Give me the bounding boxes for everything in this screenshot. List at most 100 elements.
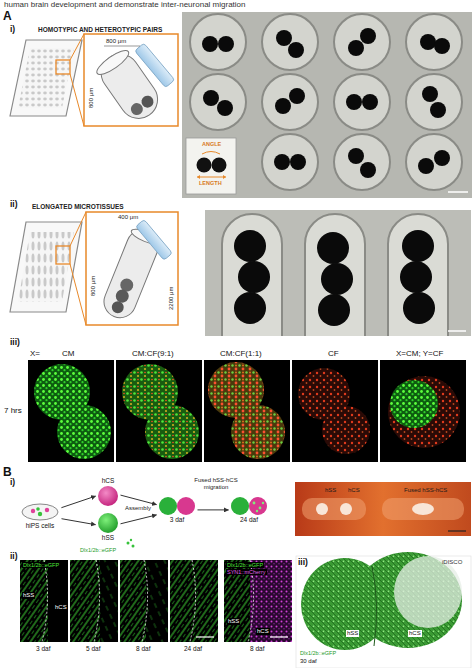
figure-label: X= — [30, 349, 40, 358]
node-label: hSS — [97, 534, 119, 542]
spheroid-pairs — [202, 28, 450, 178]
node-label: hCS — [97, 477, 119, 485]
figure-label: Dlx1/2b::eGFP — [226, 562, 264, 568]
length-arrows — [197, 175, 226, 179]
figure-label: Assembly — [124, 505, 152, 512]
node-label: 3 daf — [158, 516, 196, 524]
hcs-surface — [394, 556, 462, 628]
figure-label: 800 μm — [106, 38, 126, 45]
dimension-label: 2200 μm — [168, 287, 175, 310]
figure-label: SYN1::mCherry — [226, 569, 267, 575]
spheroid-symbol — [97, 485, 119, 507]
pipette — [136, 219, 173, 260]
connector-arrow — [121, 515, 157, 524]
figure-label: i) — [10, 478, 15, 488]
figure-label: CM:CF(1:1) — [220, 349, 262, 358]
zoom-line — [70, 34, 84, 60]
scale-bar — [448, 530, 466, 531]
dimension-label: 800 μm — [88, 88, 95, 108]
spheroid — [212, 158, 227, 173]
figure-label: 5 daf — [86, 645, 100, 652]
spheroid-symbol — [158, 496, 196, 516]
cell-dish: hiPS cells — [20, 500, 60, 530]
selection-box — [56, 246, 70, 264]
culture-tube — [302, 498, 366, 520]
figure-label: 7 hrs — [4, 406, 22, 415]
figure-label: hSS — [346, 630, 359, 637]
angle-arc — [202, 152, 220, 155]
spheroid — [340, 503, 352, 515]
figure-label: hCS — [408, 630, 422, 637]
elongated-microwells — [222, 214, 448, 336]
figure-label: 30 daf — [300, 658, 317, 665]
figure-label: A — [3, 10, 12, 24]
zoom-line — [70, 74, 84, 126]
figure-label: iii) — [298, 558, 308, 568]
figure-label: hSS — [22, 592, 35, 599]
figure-label: ii) — [10, 200, 18, 210]
scale-bar — [448, 330, 466, 332]
zoom-box — [86, 212, 178, 325]
zoom-line — [70, 212, 86, 246]
plate-wells — [18, 48, 74, 108]
inset — [186, 138, 236, 194]
figure-label: ELONGATED MICROTISSUES — [32, 203, 124, 210]
micrograph — [205, 210, 471, 336]
figure-label: 8 daf — [136, 645, 150, 652]
connector-arrow — [62, 519, 96, 525]
figure-label: Fused hSS-hCS — [404, 487, 447, 494]
spheroid-symbol — [20, 500, 60, 522]
figure-label: ANGLE — [202, 141, 221, 147]
migration-panels — [20, 560, 292, 642]
virus-particle — [127, 542, 130, 545]
figure-label: 400 μm — [118, 214, 138, 221]
connector-arrow — [198, 509, 229, 510]
fluorescence-panels — [28, 360, 466, 462]
figure-label: hSS — [325, 487, 336, 494]
figure-label: X=CM; Y=CF — [396, 349, 443, 358]
fused-assembloid: 24 daf — [230, 496, 268, 524]
figure-label: hCS — [256, 628, 270, 635]
figure-label: human brain development and demonstrate … — [4, 0, 245, 9]
figure-label: HOMOTYPIC AND HETEROTYPIC PAIRS — [38, 26, 162, 33]
spheroid-symbol — [230, 496, 268, 516]
figure-label: i) — [10, 25, 15, 35]
figure-label: hSS — [227, 618, 240, 625]
fused-assembloid: 3 daf — [158, 496, 196, 524]
figure-label: 24 daf — [184, 645, 202, 652]
pipette — [135, 43, 175, 87]
spheroid — [316, 503, 328, 515]
figure-label: 3 daf — [36, 645, 50, 652]
figure-label: CF — [328, 349, 339, 358]
micrograph — [182, 12, 472, 198]
figure-label: hCS — [54, 604, 68, 611]
connector-arrow — [121, 495, 157, 505]
dimension-line — [104, 46, 140, 47]
plate-wells — [18, 232, 74, 302]
spheroid — [197, 158, 212, 173]
culture-tube — [382, 498, 464, 520]
figure-label: LENGTH — [199, 180, 222, 186]
figure-label: iii) — [10, 338, 20, 348]
figure-label: ii) — [10, 552, 18, 562]
node-label: hiPS cells — [20, 522, 60, 530]
node-label: 24 daf — [230, 516, 268, 524]
length-line — [197, 177, 226, 178]
figure-label: CM:CF(9:1) — [132, 349, 174, 358]
connector-arrow — [61, 496, 95, 508]
figure-label: Fused hSS-hCS migration — [190, 477, 242, 491]
figure-label: Dlx1/2b::eGFP — [22, 562, 60, 568]
hss-spheroid: hSS — [97, 512, 119, 542]
dimension-label: 800 μm — [90, 276, 97, 296]
hcs-spheroid: hCS — [97, 477, 119, 507]
virus-particle — [132, 545, 135, 548]
figure-label: CM — [62, 349, 74, 358]
figure-label: 8 daf — [250, 645, 264, 652]
zoom-line — [70, 264, 86, 325]
spheroid-chains — [234, 230, 435, 326]
scale-bar — [448, 191, 468, 193]
figure-label: hCS — [348, 487, 360, 494]
zoom-box — [84, 34, 178, 126]
fusion-boundary — [372, 566, 377, 646]
figure-label: iDISCO — [442, 559, 462, 566]
